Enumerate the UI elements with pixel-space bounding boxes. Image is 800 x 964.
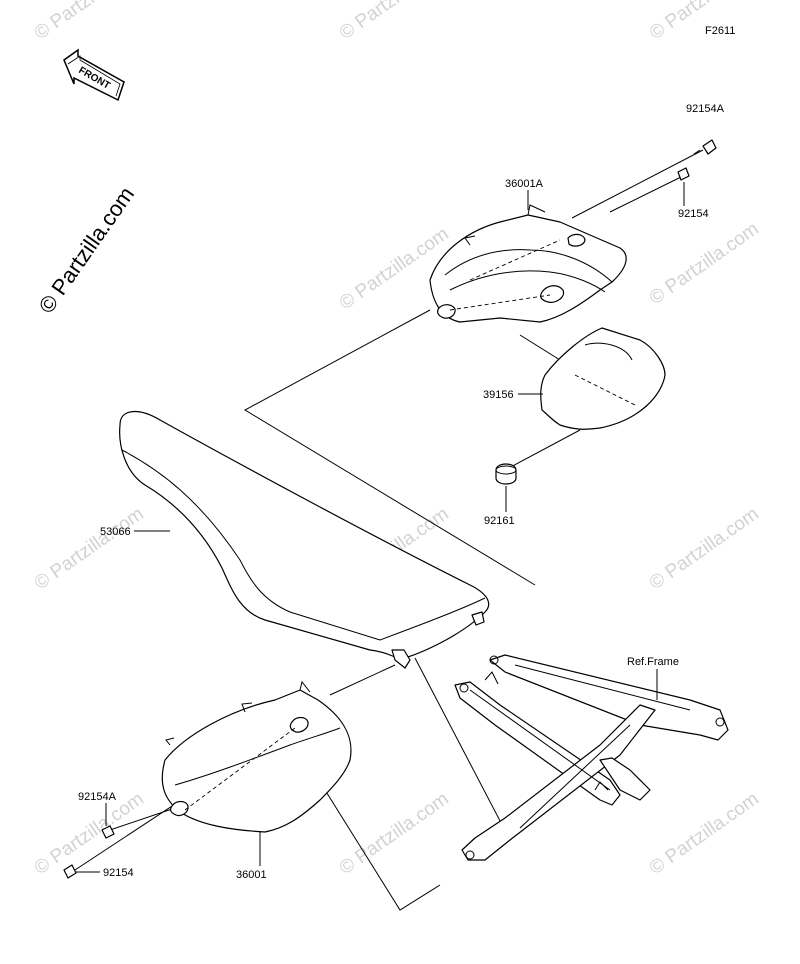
label-ref-frame: Ref.Frame: [627, 656, 679, 668]
label-side-cover-36001A: 36001A: [505, 178, 544, 190]
label-bolt-92154-left: 92154: [103, 867, 134, 879]
figure-code: F2611: [705, 25, 735, 37]
watermark: © Partzilla.com: [336, 788, 453, 879]
bolt-92154-left: [63, 864, 77, 879]
watermark: © Partzilla.com: [646, 788, 763, 879]
bolt-92154A-right: [693, 139, 717, 155]
part-labels: 92154A 36001A 92154 39156 92161 53066 Re…: [76, 103, 725, 881]
label-side-cover-36001: 36001: [236, 869, 267, 881]
watermark: © Partzilla.com: [31, 0, 148, 44]
label-seat-53066: 53066: [100, 526, 131, 538]
seat: [119, 411, 490, 669]
watermark: © Partzilla.com: [336, 0, 453, 44]
pad: [540, 327, 666, 430]
bolt-92154-right: [677, 167, 690, 181]
label-bolt-92154A-right: 92154A: [686, 103, 725, 115]
watermark: © Partzilla.com: [31, 503, 148, 594]
label-pad-39156: 39156: [483, 389, 514, 401]
copyright-watermark: © Partzilla.com: [34, 182, 140, 318]
frame-reference: [454, 654, 729, 861]
watermark: © Partzilla.com: [646, 503, 763, 594]
label-bolt-92154-right: 92154: [678, 208, 709, 220]
side-cover-right: [429, 204, 627, 323]
front-arrow-icon: FRONT: [63, 48, 125, 102]
label-grommet-92161: 92161: [484, 515, 515, 527]
watermark: © Partzilla.com: [646, 218, 763, 309]
grommet-92161: [495, 463, 517, 485]
watermark: © Partzilla.com: [646, 0, 763, 44]
label-bolt-92154A-left: 92154A: [78, 791, 117, 803]
bolt-92154A-left: [101, 825, 115, 839]
side-cover-left: [161, 680, 352, 833]
